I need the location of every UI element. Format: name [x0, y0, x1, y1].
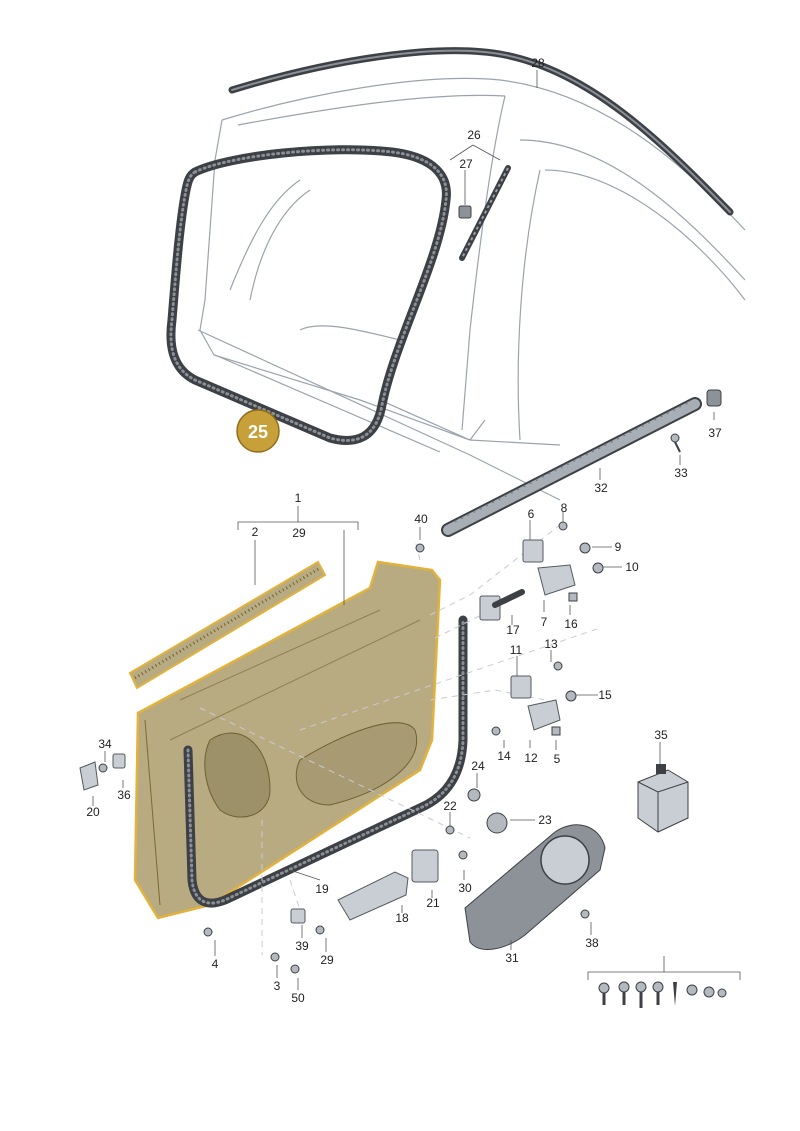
callout-15: 15 — [598, 688, 612, 702]
screw-icon — [98, 521, 604, 974]
fastener-set-icon — [598, 981, 727, 1008]
callout-36: 20 — [86, 805, 100, 819]
callout-18: 21 — [426, 896, 440, 910]
callout-30: 31 — [505, 951, 519, 965]
door-perimeter-seal-icon — [183, 615, 468, 908]
callout-14: 14 — [497, 749, 511, 763]
callout-6: 6 — [528, 507, 535, 521]
leader-lines — [92, 70, 741, 990]
callout-20: 22 — [443, 799, 457, 813]
callout-3: 50 — [291, 991, 305, 1005]
callout-29-bottom: 4 — [212, 957, 219, 971]
door-seal-icon — [166, 145, 451, 445]
callout-12: 12 — [524, 751, 538, 765]
callout-8: 8 — [561, 501, 568, 515]
callout-29-top: 29 — [292, 526, 306, 540]
callout-9: 9 — [615, 540, 622, 554]
callout-4: 3 — [274, 979, 281, 993]
callout-34: 36 — [117, 788, 131, 802]
callout-11: 11 — [510, 643, 523, 657]
callout-27: 27 — [459, 157, 473, 171]
window-seal-strip-icon — [128, 560, 327, 690]
cap-icon — [79, 753, 306, 924]
handle-icon — [337, 849, 439, 921]
highlight-badge: 25 — [236, 409, 280, 453]
pillar-trim-icon — [458, 165, 511, 261]
body-side-frame — [197, 77, 746, 501]
callout-33: 33 — [674, 466, 688, 480]
callout-31: 38 — [585, 936, 599, 950]
sealant-can-icon — [637, 764, 689, 833]
badge-label: 25 — [248, 422, 268, 442]
callout-22: 23 — [538, 813, 552, 827]
callout-23: 19 — [315, 882, 329, 896]
callout-32: 32 — [594, 481, 608, 495]
callout-2: 2 — [252, 525, 259, 539]
callout-28: 28 — [531, 56, 545, 70]
callout-39: 29 — [320, 953, 334, 967]
check-strap-icon — [479, 589, 525, 621]
hinge-icon — [510, 539, 576, 731]
callout-17: 17 — [506, 623, 520, 637]
sill-trim-icon — [441, 397, 702, 537]
callout-24: 35 — [654, 728, 668, 742]
callout-10: 10 — [625, 560, 639, 574]
end-cap-icon — [706, 389, 722, 407]
screw-icon — [670, 433, 681, 453]
callout-21: 30 — [458, 881, 472, 895]
callout-26: 26 — [467, 128, 481, 142]
door-shell-icon — [133, 560, 442, 920]
callout-7: 7 — [541, 615, 548, 629]
callout-35: 34 — [98, 737, 112, 751]
callout-16-top: 16 — [564, 617, 578, 631]
callout-38: 39 — [295, 939, 309, 953]
speaker-housing-icon — [464, 824, 606, 950]
callout-37: 37 — [708, 426, 722, 440]
callout-5: 24 — [471, 759, 485, 773]
callout-40: 40 — [414, 512, 428, 526]
callout-19: 18 — [395, 911, 409, 925]
callout-16-bottom: 5 — [554, 752, 561, 766]
callout-13: 13 — [544, 637, 558, 651]
callout-labels: 28 26 27 37 33 32 1 2 29 40 6 8 9 10 17 … — [86, 56, 722, 1005]
clip-icon — [458, 205, 472, 219]
callout-1: 1 — [295, 491, 302, 505]
roof-trim-icon — [228, 47, 734, 216]
